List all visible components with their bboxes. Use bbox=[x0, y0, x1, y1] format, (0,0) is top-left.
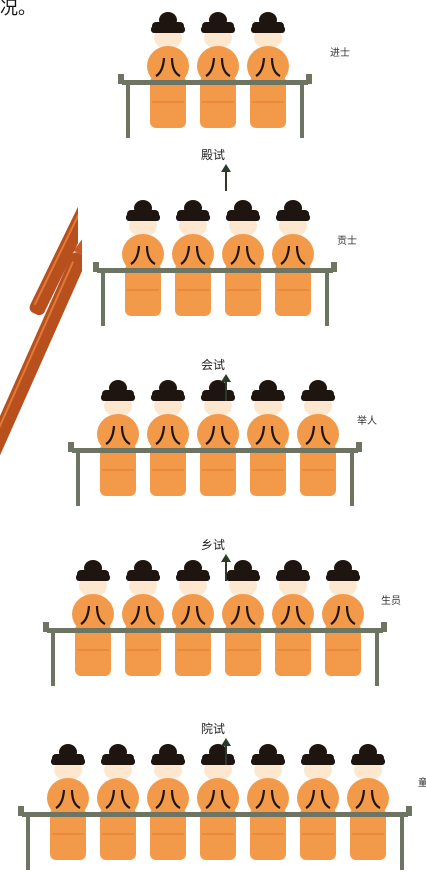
tier-4-rank-label: 生员 bbox=[381, 592, 401, 607]
exam-stage-label: 殿试 bbox=[0, 146, 426, 163]
scholar-figure bbox=[147, 380, 189, 496]
exam-stage-label: 乡试 bbox=[0, 536, 426, 553]
scholar-figure bbox=[322, 560, 364, 676]
tier-1-rank-label: 进士 bbox=[330, 44, 350, 59]
exam-stage-label: 院试 bbox=[0, 720, 426, 737]
scholar-figure bbox=[297, 380, 339, 496]
scholar-figure bbox=[272, 560, 314, 676]
up-arrow-icon bbox=[218, 164, 234, 192]
tier-3-rank-label: 举人 bbox=[357, 412, 377, 427]
scholar-figure bbox=[97, 380, 139, 496]
up-arrow-icon bbox=[218, 738, 234, 766]
scholar-figure bbox=[247, 744, 289, 860]
scholar-figure bbox=[347, 744, 389, 860]
scholar-figure bbox=[122, 560, 164, 676]
scholar-figure bbox=[197, 12, 239, 128]
scholar-figure bbox=[72, 560, 114, 676]
scholar-figure bbox=[222, 200, 264, 316]
tier-4-seated-scholars bbox=[0, 558, 426, 688]
scholar-figure bbox=[97, 744, 139, 860]
up-arrow-icon bbox=[218, 374, 234, 402]
scholar-figure bbox=[247, 380, 289, 496]
scholar-figure bbox=[172, 200, 214, 316]
scholar-figure bbox=[247, 12, 289, 128]
tier-2-rank-label: 贡士 bbox=[337, 232, 357, 247]
scholar-figure bbox=[47, 744, 89, 860]
scholar-figure bbox=[147, 744, 189, 860]
tier-5-seated-scholars bbox=[0, 742, 426, 872]
scholar-figure bbox=[147, 12, 189, 128]
tier-5-rank-label: 童 bbox=[418, 774, 426, 789]
scholar-figure bbox=[172, 560, 214, 676]
up-arrow-icon bbox=[218, 554, 234, 582]
tier-1-seated-scholars bbox=[0, 10, 426, 140]
scholar-figure bbox=[272, 200, 314, 316]
exam-stage-label: 会试 bbox=[0, 356, 426, 373]
tier-3-seated-scholars bbox=[0, 378, 426, 508]
tier-2-seated-scholars bbox=[0, 198, 426, 328]
scholar-figure bbox=[122, 200, 164, 316]
scholar-figure bbox=[297, 744, 339, 860]
